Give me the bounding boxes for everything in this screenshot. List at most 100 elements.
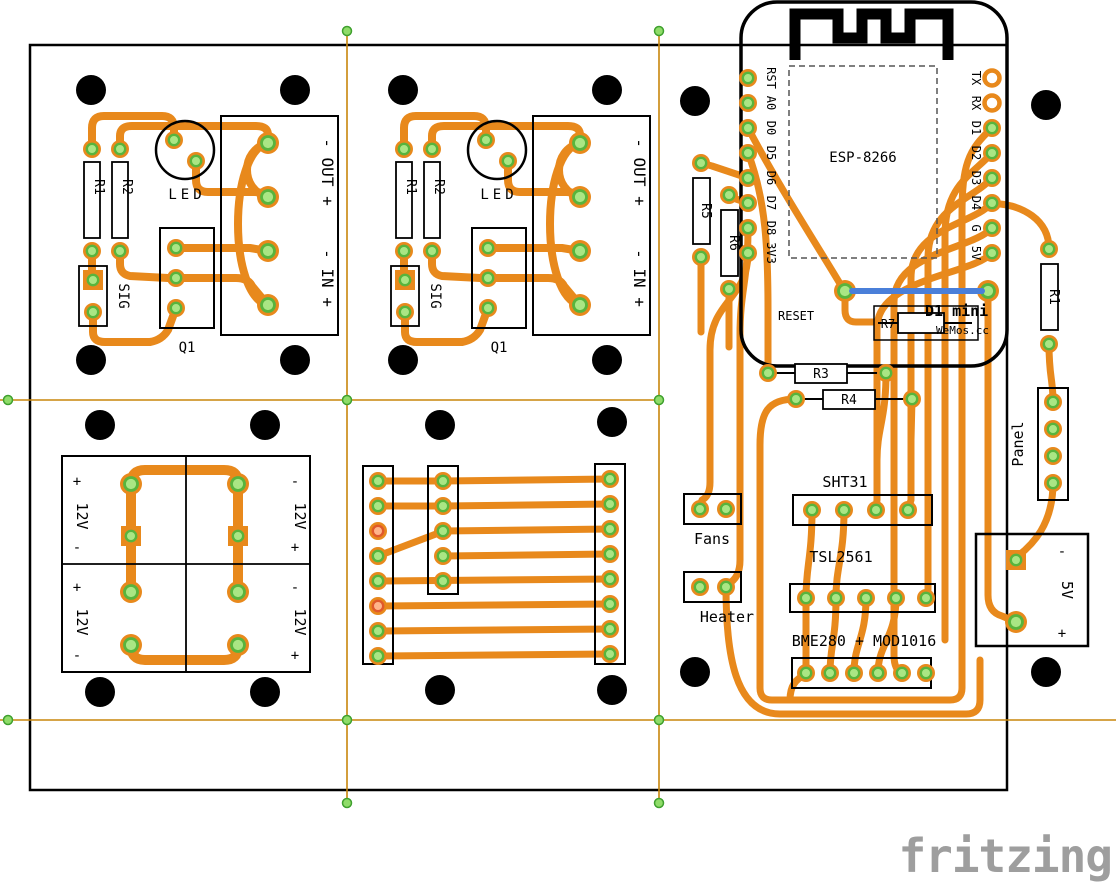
pad[interactable]	[109, 138, 131, 160]
pad[interactable]	[599, 543, 621, 565]
trace[interactable]	[439, 475, 614, 485]
header-right-outline[interactable]	[594, 463, 626, 665]
pad[interactable]	[255, 130, 281, 156]
trace[interactable]	[439, 550, 614, 560]
q1-outline[interactable]	[159, 227, 215, 329]
fans-header-outline[interactable]	[683, 493, 742, 525]
pad[interactable]	[1038, 333, 1060, 355]
pad[interactable]	[1042, 445, 1064, 467]
trace[interactable]	[984, 287, 1020, 626]
pad[interactable]	[367, 570, 389, 592]
trace[interactable]	[439, 525, 614, 535]
pad[interactable]	[165, 237, 187, 259]
trace[interactable]	[756, 395, 800, 704]
r5-body[interactable]	[692, 177, 711, 245]
pad[interactable]	[81, 240, 103, 262]
pad[interactable]	[599, 493, 621, 515]
square-pad[interactable]	[226, 524, 250, 548]
pad[interactable]	[737, 67, 759, 89]
pad[interactable]	[737, 117, 759, 139]
pad[interactable]	[432, 495, 454, 517]
guide-dot[interactable]	[2, 714, 14, 726]
pad[interactable]	[689, 576, 711, 598]
trace[interactable]	[841, 287, 878, 326]
pad[interactable]	[843, 662, 865, 684]
guide-dot[interactable]	[653, 714, 665, 726]
pad[interactable]	[833, 499, 855, 521]
sig-connector[interactable]	[78, 265, 108, 327]
pad-highlighted[interactable]	[367, 520, 389, 542]
r1-panel-body[interactable]	[1040, 263, 1059, 331]
pad[interactable]	[599, 643, 621, 665]
trace[interactable]	[744, 124, 849, 295]
pad[interactable]	[715, 576, 737, 598]
pad[interactable]	[599, 468, 621, 490]
pad[interactable]	[718, 184, 740, 206]
pad[interactable]	[819, 662, 841, 684]
pad[interactable]	[255, 238, 281, 264]
pad[interactable]	[1042, 472, 1064, 494]
trace[interactable]	[116, 122, 272, 153]
pad[interactable]	[981, 167, 1003, 189]
pad[interactable]	[718, 278, 740, 300]
r3-body[interactable]	[794, 363, 848, 384]
pad[interactable]	[737, 167, 759, 189]
pad[interactable]	[82, 301, 104, 323]
pad[interactable]	[689, 498, 711, 520]
pad[interactable]	[367, 495, 389, 517]
pad[interactable]	[225, 579, 251, 605]
trace[interactable]	[374, 625, 614, 635]
trace[interactable]	[744, 149, 772, 377]
pad[interactable]	[599, 618, 621, 640]
pad[interactable]	[981, 117, 1003, 139]
pad[interactable]	[367, 545, 389, 567]
pad[interactable]	[599, 593, 621, 615]
sht31-header-outline[interactable]	[792, 494, 933, 526]
pad[interactable]	[432, 520, 454, 542]
trace[interactable]	[873, 369, 890, 464]
pad[interactable]	[795, 587, 817, 609]
jumper-header-field[interactable]	[362, 407, 627, 705]
trace[interactable]	[374, 650, 614, 660]
pad[interactable]	[795, 662, 817, 684]
pad[interactable]	[1003, 609, 1029, 635]
trace[interactable]	[374, 530, 440, 560]
trace[interactable]	[904, 199, 996, 514]
pad[interactable]	[118, 471, 144, 497]
pad[interactable]	[367, 645, 389, 667]
esp-controller-section[interactable]: ESP-8266 RST A0 D0 D5 D6 D7 D8 3V3 TX RX…	[680, 0, 1090, 718]
pad[interactable]	[891, 662, 913, 684]
trace[interactable]	[958, 124, 996, 644]
pad[interactable]	[163, 129, 185, 151]
trace[interactable]	[374, 575, 614, 585]
pad[interactable]	[690, 246, 712, 268]
trace[interactable]	[988, 199, 1053, 253]
pad[interactable]	[915, 662, 937, 684]
pad[interactable]	[875, 362, 897, 384]
heater-header-outline[interactable]	[683, 571, 742, 603]
guide-dot[interactable]	[653, 25, 665, 37]
pad[interactable]	[432, 570, 454, 592]
pad[interactable]	[432, 470, 454, 492]
header-middle-outline[interactable]	[427, 465, 459, 595]
pad[interactable]	[109, 240, 131, 262]
pad[interactable]	[690, 152, 712, 174]
trace[interactable]	[832, 506, 848, 602]
trace[interactable]	[722, 583, 984, 718]
resistor-body-r1[interactable]	[83, 161, 101, 239]
pad[interactable]	[599, 518, 621, 540]
trace[interactable]	[1012, 479, 1057, 564]
pad[interactable]	[1042, 391, 1064, 413]
pad[interactable]	[737, 142, 759, 164]
mosfet-module-1[interactable]: - OUT + - IN + LED R1 R2 SIG Q1	[76, 75, 339, 375]
pad[interactable]	[599, 568, 621, 590]
pad[interactable]	[865, 499, 887, 521]
resistor-body-r2[interactable]	[111, 161, 129, 239]
out-in-terminal-block[interactable]	[220, 115, 339, 336]
guide-dot[interactable]	[341, 714, 353, 726]
trace[interactable]	[786, 636, 966, 704]
pad[interactable]	[897, 499, 919, 521]
pad[interactable]	[757, 362, 779, 384]
pad-highlighted[interactable]	[367, 595, 389, 617]
pad[interactable]	[367, 620, 389, 642]
